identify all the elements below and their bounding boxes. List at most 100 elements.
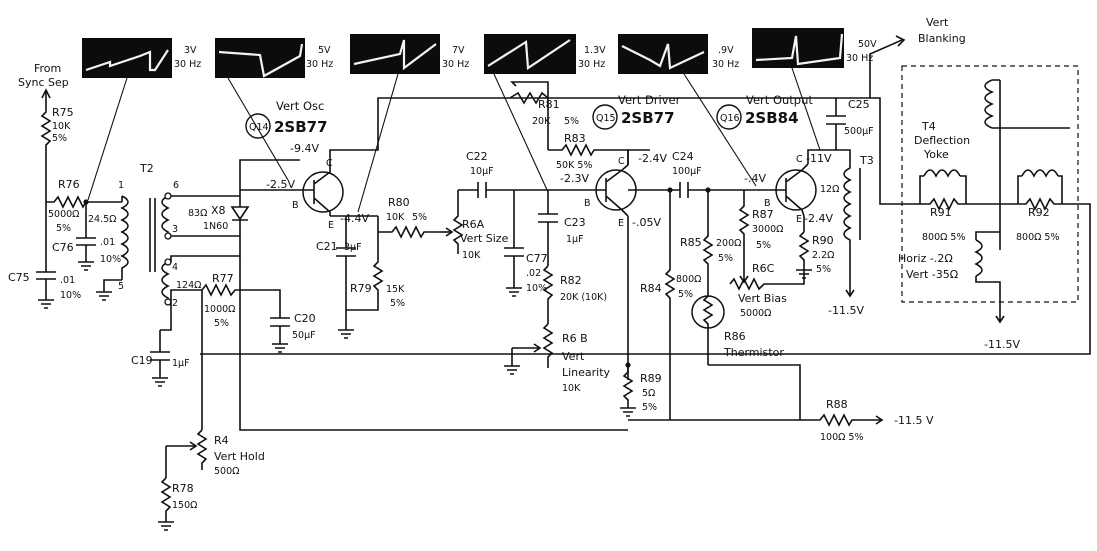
r88-name: R88 — [826, 398, 848, 411]
t2-pin4: 4 — [172, 262, 178, 273]
r82-resistor — [542, 265, 554, 324]
c19-value: 1μF — [172, 358, 190, 369]
r77-name: R77 — [212, 272, 234, 285]
r81-resistor — [509, 91, 549, 105]
scope-1-freq: 30 Hz — [174, 59, 201, 70]
q15-id: Q15 — [596, 113, 616, 124]
q16-id: Q16 — [720, 113, 740, 124]
r92-resistor — [200, 197, 1091, 355]
q14-badge — [245, 113, 271, 139]
q16-base-voltage: -.4V — [744, 172, 766, 185]
scope-5: .9V 30 Hz — [618, 34, 739, 74]
c19-name: C19 — [131, 354, 153, 367]
t3-winding — [836, 149, 852, 280]
r83-name: R83 — [564, 132, 586, 145]
c77-name: C77 — [526, 252, 548, 265]
r85-value: 200Ω — [716, 238, 741, 249]
q14-transistor — [302, 171, 344, 213]
r85-tol: 5% — [718, 253, 733, 264]
c19-capacitor — [150, 330, 170, 378]
vert-blanking-line2: Blanking — [918, 32, 966, 45]
supply-3-label: -11.5 V — [894, 414, 934, 427]
r4-potentiometer — [196, 429, 208, 470]
r86-label: Thermistor — [723, 346, 784, 359]
r86-name: R86 — [724, 330, 746, 343]
q16-emitter-voltage: -2.4V — [804, 212, 833, 225]
input-arrow — [41, 88, 51, 99]
q14-id: Q14 — [249, 122, 269, 133]
wire-q14-collector — [329, 97, 870, 160]
r79-value: 15K — [386, 284, 405, 295]
c76-capacitor — [76, 202, 96, 262]
scope-4-amp: 1.3V — [584, 45, 606, 56]
t2-terminal-3 — [164, 232, 172, 240]
q15-title: Vert Driver — [618, 93, 681, 107]
q15-pin-b: B — [584, 198, 591, 209]
c75-capacitor — [36, 202, 56, 300]
vert-blanking-arrow — [869, 35, 906, 98]
from-label: From — [34, 62, 61, 75]
q14-symbol — [300, 160, 331, 216]
r87-resistor — [738, 190, 750, 268]
c77-tol: 10% — [526, 283, 547, 294]
r79-name: R79 — [350, 282, 372, 295]
r92-value: 800Ω 5% — [1016, 232, 1059, 243]
r89-name: R89 — [640, 372, 662, 385]
junction — [83, 199, 89, 205]
r91-name: R91 — [930, 206, 952, 219]
scope-1: 3V 30 Hz — [82, 38, 201, 78]
x8-name: X8 — [211, 204, 226, 217]
scope-6-amp: 50V — [858, 39, 877, 50]
r80-value: 10K — [386, 212, 405, 223]
r6b-label1: Vert — [562, 350, 585, 363]
t4-yoke-wiring — [992, 79, 1070, 129]
r76-resistor — [46, 195, 122, 209]
supply-1-arrow — [845, 280, 855, 298]
r6b-label2: Linearity — [562, 366, 611, 379]
wire-to-yoke — [870, 97, 920, 205]
t2-pin5: 5 — [118, 281, 124, 292]
q16-pin-b: B — [764, 198, 771, 209]
r82-value: 20K (10K) — [560, 292, 607, 303]
r82-name: R82 — [560, 274, 582, 287]
t2-winding-a: 24.5Ω — [88, 214, 116, 225]
r80-tol: 5% — [412, 212, 427, 223]
r6b-value: 10K — [562, 383, 581, 394]
t2-terminal-4 — [164, 258, 172, 266]
r80-name: R80 — [388, 196, 410, 209]
scope-5-freq: 30 Hz — [712, 59, 739, 70]
r89-value: 5Ω — [642, 388, 655, 399]
x8-diode — [230, 196, 250, 236]
r85-name: R85 — [680, 236, 702, 249]
q14-part: 2SB77 — [274, 118, 328, 136]
scope-5-trace — [621, 43, 705, 70]
q15-emitter-voltage: -.05V — [632, 216, 661, 229]
scope-5-screen — [618, 34, 708, 74]
r84-resistor — [664, 190, 676, 420]
r87-tol: 5% — [756, 240, 771, 251]
junction — [667, 187, 673, 193]
r76-value: 5000Ω — [48, 209, 79, 220]
q15-badge — [592, 104, 618, 130]
c21-value: 3μF — [344, 242, 362, 253]
t2-pin1: 1 — [118, 180, 124, 191]
c77-ground-icon — [506, 287, 522, 297]
r87-name: R87 — [752, 208, 774, 221]
scope-2: 5V 30 Hz — [215, 38, 333, 78]
r78-ground-icon — [158, 521, 174, 531]
c76-value: .01 — [100, 237, 115, 248]
c75-name: C75 — [8, 271, 30, 284]
r90-name: R90 — [812, 234, 834, 247]
r88-value: 100Ω 5% — [820, 432, 863, 443]
r6a-wiper-arrow — [445, 227, 454, 237]
scope-1-amp: 3V — [184, 45, 197, 56]
scope-6-trace — [755, 33, 844, 66]
r6a-label: Vert Size — [460, 232, 509, 245]
t4-label2: Yoke — [923, 148, 949, 161]
q16-title: Vert Output — [746, 93, 813, 107]
r79-tol: 5% — [390, 298, 405, 309]
r90-resistor — [798, 231, 810, 270]
q16-pin-c: C — [796, 154, 803, 165]
junction — [705, 187, 711, 193]
